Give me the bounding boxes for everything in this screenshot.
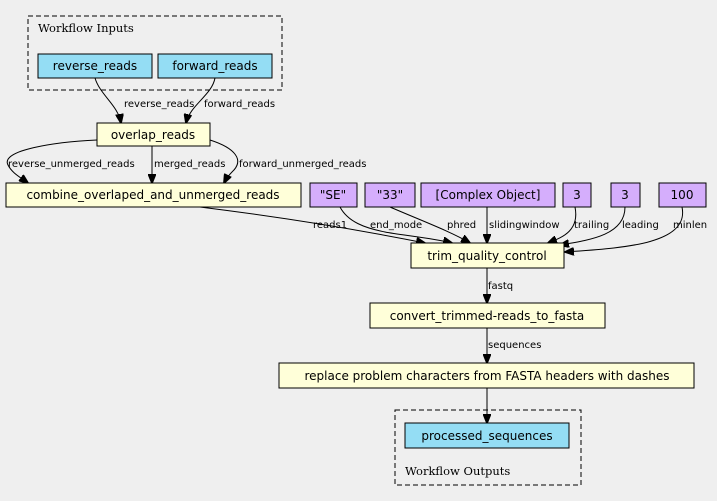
edge-leading <box>560 206 626 245</box>
step-replace-problem-characters[interactable]: replace problem characters from FASTA he… <box>278 362 695 389</box>
output-processed-sequences-label: processed_sequences <box>421 429 552 443</box>
input-forward-reads[interactable]: forward_reads <box>157 53 273 79</box>
edge-label-forward-unmerged-reads: forward_unmerged_reads <box>239 159 366 170</box>
param-trailing-3-label: 3 <box>573 188 581 202</box>
workflow-inputs-cluster: Workflow Inputs <box>27 15 283 91</box>
edge-phred <box>389 206 470 243</box>
param-leading-3-label: 3 <box>621 188 629 202</box>
param-complex-object-label: [Complex Object] <box>436 188 541 202</box>
param-leading-3[interactable]: 3 <box>610 182 641 208</box>
edge-minlen <box>565 206 684 252</box>
input-reverse-reads[interactable]: reverse_reads <box>37 53 153 79</box>
param-trailing-3[interactable]: 3 <box>562 182 592 208</box>
edge-label-slidingwindow: slidingwindow <box>489 220 560 231</box>
param-se[interactable]: "SE" <box>309 182 358 208</box>
step-trim-quality-control[interactable]: trim_quality_control <box>410 242 565 269</box>
edge-reads1 <box>199 206 425 243</box>
edge-forward-reads <box>186 77 216 123</box>
workflow-inputs-label: Workflow Inputs <box>38 21 134 35</box>
edge-forward-unmerged-reads <box>209 139 239 183</box>
input-forward-reads-label: forward_reads <box>172 59 257 73</box>
param-complex-object[interactable]: [Complex Object] <box>420 182 556 208</box>
edges <box>6 77 684 423</box>
step-overlap-reads-label: overlap_reads <box>111 128 195 142</box>
edge-label-merged-reads: merged_reads <box>154 159 225 170</box>
edge-label-end-mode: end_mode <box>370 220 422 231</box>
param-se-label: "SE" <box>320 188 346 202</box>
step-combine-label: combine_overlaped_and_unmerged_reads <box>26 188 279 202</box>
edge-label-forward-reads: forward_reads <box>204 99 275 110</box>
edge-label-trailing: trailing <box>574 220 609 231</box>
step-trim-label: trim_quality_control <box>427 249 546 263</box>
edge-labels: reverse_reads forward_reads reverse_unme… <box>8 99 707 351</box>
param-minlen-100[interactable]: 100 <box>658 182 707 208</box>
step-replace-label: replace problem characters from FASTA he… <box>304 369 669 383</box>
step-convert-label: convert_trimmed-reads_to_fasta <box>390 309 585 323</box>
edge-end-mode <box>339 206 452 243</box>
edge-reverse-unmerged-reads <box>6 139 98 183</box>
edge-label-reverse-unmerged-reads: reverse_unmerged_reads <box>8 159 135 170</box>
step-overlap-reads[interactable]: overlap_reads <box>96 122 211 147</box>
workflow-outputs-label: Workflow Outputs <box>405 464 510 478</box>
step-combine-overlaped-and-unmerged-reads[interactable]: combine_overlaped_and_unmerged_reads <box>5 182 302 208</box>
edge-label-leading: leading <box>622 220 659 231</box>
edge-reverse-reads <box>94 77 121 123</box>
param-33-label: "33" <box>377 188 403 202</box>
output-processed-sequences[interactable]: processed_sequences <box>404 422 570 449</box>
step-convert-trimmed-reads-to-fasta[interactable]: convert_trimmed-reads_to_fasta <box>369 302 606 329</box>
input-reverse-reads-label: reverse_reads <box>53 59 137 73</box>
param-33[interactable]: "33" <box>364 182 416 208</box>
edge-label-fastq: fastq <box>488 281 513 292</box>
edge-label-phred: phred <box>447 220 476 231</box>
edge-label-reverse-reads: reverse_reads <box>124 99 194 110</box>
edge-trailing <box>548 206 577 243</box>
workflow-outputs-cluster: Workflow Outputs <box>394 409 582 486</box>
edge-label-sequences: sequences <box>488 340 541 351</box>
param-minlen-100-label: 100 <box>671 188 694 202</box>
edge-label-minlen: minlen <box>673 220 707 231</box>
edge-label-reads1: reads1 <box>313 220 347 231</box>
